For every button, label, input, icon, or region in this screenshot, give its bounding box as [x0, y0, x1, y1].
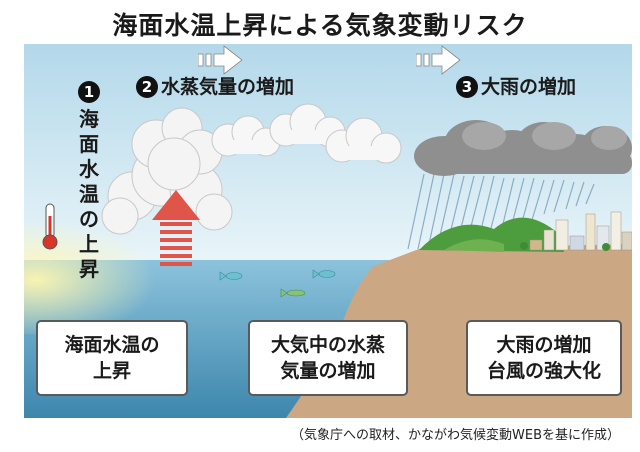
thermometer-icon — [42, 203, 58, 250]
fish-icon — [219, 271, 243, 281]
step1-label: 1 海面水温の上昇 — [76, 79, 102, 282]
flow-box-line: 台風の強大化 — [486, 360, 601, 382]
hill — [419, 217, 564, 252]
source-note: （気象庁への取材、かながわ気候変動WEBを基に作成） — [291, 428, 620, 443]
step2-text: 水蒸気量の増加 — [161, 76, 295, 98]
step3-number-badge: 3 — [456, 76, 478, 98]
flow-box-water-vapor: 大気中の水蒸 気量の増加 — [248, 320, 408, 396]
step1-number-badge: 1 — [78, 81, 100, 103]
flow-box-line: 大気中の水蒸 — [270, 334, 385, 356]
cloud-icon — [101, 107, 233, 235]
flow-box-sea-temperature: 海面水温の 上昇 — [36, 320, 188, 396]
flow-box-line: 気量の増加 — [280, 360, 376, 382]
flow-box-line: 上昇 — [92, 360, 131, 382]
flow-box-line: 大雨の増加 — [496, 334, 592, 356]
double-arrow-icon — [416, 45, 461, 75]
rising-heat-arrow-icon — [152, 190, 200, 266]
flow-box-heavy-rain: 大雨の増加 台風の強大化 — [466, 320, 622, 396]
double-arrow-icon — [198, 45, 243, 75]
flow-box-line: 海面水温の — [64, 334, 160, 356]
page-title: 海面水温上昇による気象変動リスク — [112, 11, 528, 40]
step2-number-badge: 2 — [136, 76, 158, 98]
cloud-icon — [325, 117, 402, 164]
fish-icon — [280, 288, 306, 298]
step1-text: 海面水温の上昇 — [79, 107, 99, 281]
city-icon — [520, 211, 632, 251]
step3-text: 大雨の増加 — [481, 76, 577, 98]
sun-glow — [24, 214, 264, 334]
fish-icon — [312, 269, 336, 279]
